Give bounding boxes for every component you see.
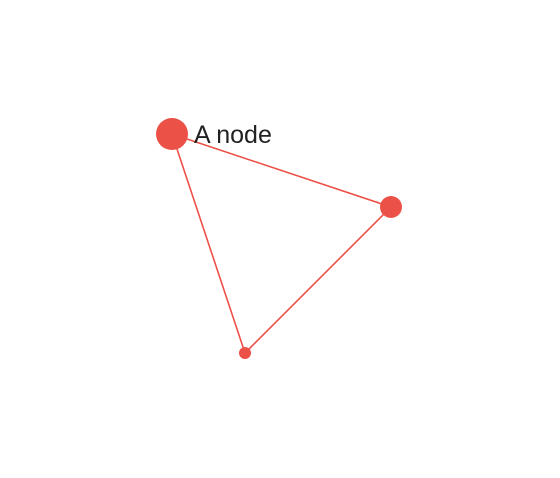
nodes-layer (156, 118, 402, 359)
node-n1[interactable] (380, 196, 402, 218)
labels-layer: A node (194, 121, 272, 149)
edge-n1-n2[interactable] (244, 206, 392, 354)
edges-layer (171, 133, 392, 354)
node-n2[interactable] (239, 347, 251, 359)
edge-n0-n1[interactable] (171, 133, 392, 208)
edge-n2-n0[interactable] (171, 133, 246, 354)
node-n0[interactable] (156, 118, 188, 150)
node-label-n0: A node (194, 121, 272, 149)
